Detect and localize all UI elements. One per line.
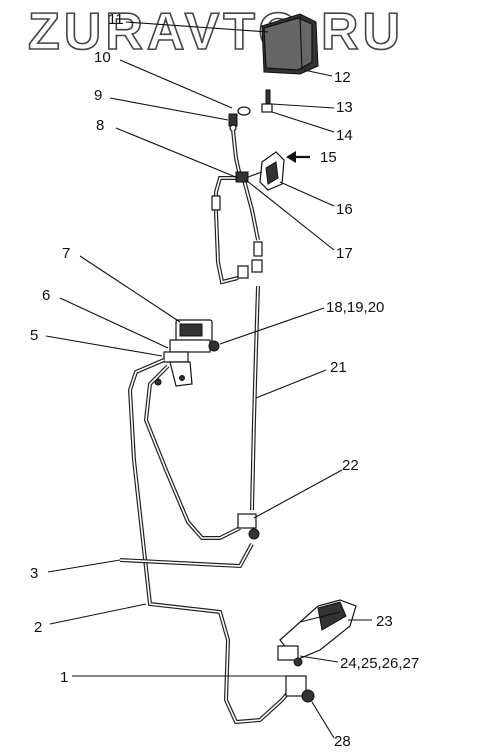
upper-hoses: [211, 129, 263, 285]
callout-8: 8: [96, 117, 104, 134]
callout-18-19-20: 18,19,20: [326, 299, 384, 316]
callout-23: 23: [376, 613, 393, 630]
callout-28: 28: [334, 733, 351, 750]
callout-17: 17: [336, 245, 353, 262]
arrow-15: [286, 151, 310, 163]
callout-6: 6: [42, 287, 50, 304]
callout-1: 1: [60, 669, 68, 686]
callout-15: 15: [320, 149, 337, 166]
master-cylinder: [154, 319, 220, 387]
watermark: ZURAVTO.RU: [27, 2, 405, 62]
callout-5: 5: [30, 327, 38, 344]
callout-16: 16: [336, 201, 353, 218]
valve-assembly: [235, 151, 285, 191]
callout-13: 13: [336, 99, 353, 116]
callout-10: 10: [94, 49, 111, 66]
slave-cylinder: [277, 599, 357, 703]
callout-2: 2: [34, 619, 42, 636]
callout-14: 14: [336, 127, 353, 144]
reservoir-tank: [261, 13, 319, 75]
callout-22: 22: [342, 457, 359, 474]
lower-hoses: [119, 358, 294, 725]
callout-7: 7: [62, 245, 70, 262]
callout-9: 9: [94, 87, 102, 104]
callout-12: 12: [334, 69, 351, 86]
callout-24-25-26-27: 24,25,26,27: [340, 655, 419, 672]
top-fittings: [228, 89, 273, 132]
rod-21: [250, 285, 260, 511]
leader-lines: [45, 21, 372, 739]
callout-labels: 11 12 10 13 14 9 8 15 16 17 7 6 5 18,19,…: [30, 11, 419, 750]
callout-11: 11: [108, 11, 124, 28]
callout-21: 21: [330, 359, 347, 376]
callout-3: 3: [30, 565, 38, 582]
